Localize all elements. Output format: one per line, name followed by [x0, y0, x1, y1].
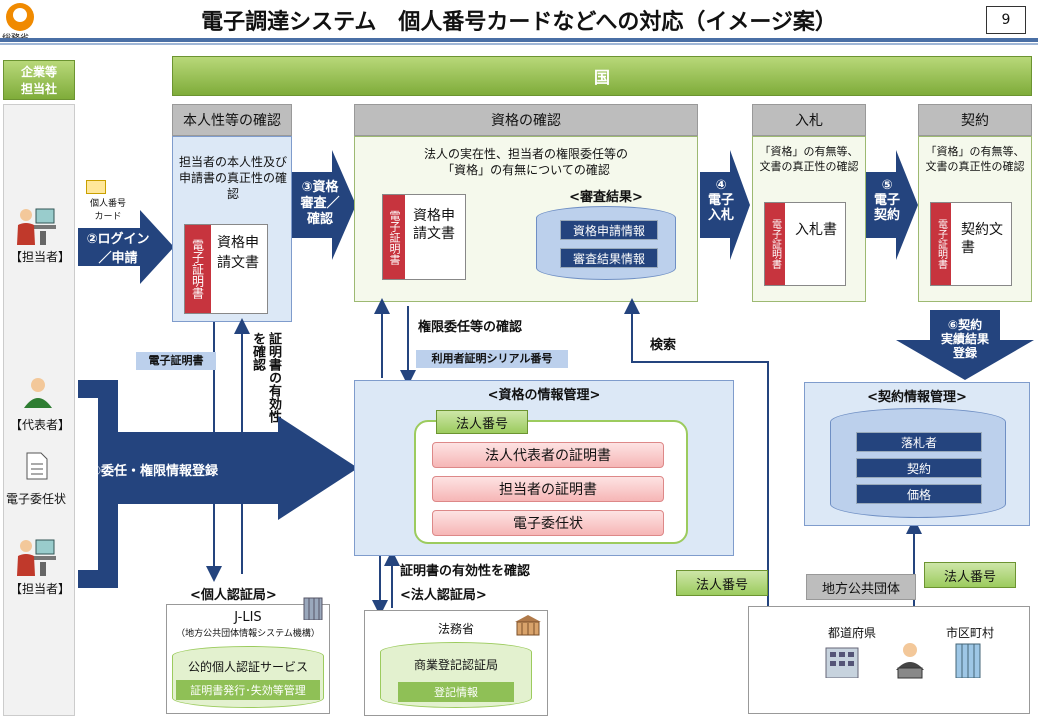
- keiyaku-toroku-arrow: [896, 310, 1034, 380]
- shinsa-result-title: <審査結果>: [569, 190, 643, 205]
- nyusatsu-arrow-label: ④ 電子 入札: [707, 178, 734, 223]
- kojin-org-full: （地方公共団体情報システム機構）: [176, 629, 320, 639]
- info-mgmt-item-3: 電子委任状: [432, 510, 664, 536]
- info-mgmt-item-1: 法人代表者の証明書: [432, 442, 664, 468]
- chihou-box: [748, 606, 1030, 714]
- houjin-bangou-tag-1: 法人番号: [676, 570, 768, 596]
- company-header: 企業等 担当社: [3, 60, 75, 100]
- kensaku-label: 検索: [650, 338, 677, 353]
- shikaku-doc-cert: 電子証明書: [383, 195, 405, 279]
- shikaku-header: 資格の確認: [354, 104, 698, 136]
- kengen-label: 権限委任等の確認: [418, 320, 523, 335]
- serial-label: 利用者証明シリアル番号: [416, 350, 568, 368]
- honnin-doc: 電子証明書 資格申請文書: [184, 224, 268, 314]
- honnin-doc-text: 資格申請文書: [217, 235, 259, 271]
- keiyaku-desc: 「資格」の有無等、 文書の真正性の確認: [925, 145, 1025, 173]
- document-icon: [26, 452, 48, 480]
- nyusatsu-desc: 「資格」の有無等、 文書の真正性の確認: [759, 145, 859, 173]
- shinsa-result-item-1: 資格申請情報: [560, 220, 658, 240]
- houjin-bangou-tag-2: 法人番号: [924, 562, 1016, 588]
- denshi-shomeisho-label: 電子証明書: [136, 352, 216, 370]
- city-building-icon: [955, 643, 981, 678]
- shinsa-result-item-2: 審査結果情報: [560, 248, 658, 268]
- page-title: 電子調達システム 個人番号カードなどへの対応（イメージ案）: [201, 10, 837, 35]
- person-icon: [24, 378, 52, 408]
- houjin-title: <法人認証局>: [400, 588, 487, 603]
- kojin-org: J-LIS: [234, 610, 262, 625]
- person-pc-icon: [17, 208, 56, 245]
- kojin-service-sub: 証明書発行･失効等管理: [176, 680, 320, 700]
- yukousei-label-1: 証明書の有効性: [266, 332, 281, 423]
- shikaku-doc-text: 資格申請文書: [413, 208, 455, 242]
- info-mgmt-item-2: 担当者の証明書: [432, 476, 664, 502]
- tantousha1-label: 【担当者】: [10, 250, 71, 264]
- inin-arrow: [78, 380, 358, 588]
- yukousei-label-2: を確認: [250, 332, 265, 371]
- person-pc-icon: [17, 539, 56, 576]
- company-column: [3, 104, 75, 716]
- keiyaku-doc-cert: 電子証明書: [931, 203, 951, 285]
- card-label: 個人番号 カード: [89, 199, 126, 222]
- honnin-header: 本人性等の確認: [172, 104, 292, 136]
- inin-arrow-label: ①委任・権限情報登録: [90, 464, 219, 479]
- chihou-city: 市区町村: [945, 626, 994, 640]
- contract-mgmt-title: <契約情報管理>: [867, 390, 967, 405]
- keiyaku-arrow: [866, 150, 918, 260]
- chihou-pref: 都道府県: [827, 626, 876, 640]
- inin-label: 電子委任状: [6, 492, 67, 506]
- nyusatsu-doc-text: 入札書: [795, 222, 837, 238]
- contract-mgmt-item-3: 価格: [856, 484, 982, 504]
- tantousha2-label: 【担当者】: [10, 582, 71, 596]
- info-mgmt-tag: 法人番号: [436, 410, 528, 434]
- title-divider: [0, 38, 1038, 42]
- daihyousha-label: 【代表者】: [10, 418, 71, 432]
- nyusatsu-arrow: [700, 150, 750, 260]
- prefecture-building-icon: [825, 647, 859, 678]
- info-mgmt-title: <資格の情報管理>: [487, 388, 601, 403]
- login-arrow: [78, 210, 174, 284]
- page-number: 9: [986, 6, 1026, 34]
- kojin-service: 公的個人認証サービス: [187, 660, 308, 674]
- keiyaku-arrow-label: ⑤ 電子 契約: [873, 178, 900, 223]
- card-icon: [86, 180, 106, 194]
- logo-inner: [13, 8, 27, 22]
- honnin-desc: 担当者の本人性及び申請書の真正性の確認: [178, 155, 287, 201]
- contract-mgmt-item-1: 落札者: [856, 432, 982, 452]
- yukousei-h-label: 証明書の有効性を確認: [400, 564, 531, 579]
- shikaku-desc: 法人の実在性、担当者の権限委任等の 「資格」の有無についての確認: [423, 147, 628, 177]
- shikaku-doc: 電子証明書 資格申請文書: [382, 194, 466, 280]
- contract-mgmt-item-2: 契約: [856, 458, 982, 478]
- nyusatsu-doc-cert: 電子証明書: [765, 203, 785, 285]
- building-icon: [303, 597, 323, 620]
- keiyaku-doc: 電子証明書 契約文書: [930, 202, 1012, 286]
- honnin-doc-cert: 電子証明書: [185, 225, 211, 313]
- keiyaku-doc-text: 契約文書: [961, 222, 1003, 256]
- person-laptop-icon: [896, 643, 924, 679]
- houjin-org: 法務省: [437, 622, 474, 636]
- keiyaku-header: 契約: [918, 104, 1032, 136]
- title-divider-thin: [0, 43, 1038, 45]
- government-building-icon: [515, 615, 541, 636]
- nyusatsu-doc: 電子証明書 入札書: [764, 202, 846, 286]
- nyusatsu-header: 入札: [752, 104, 866, 136]
- kojin-title: <個人認証局>: [190, 588, 277, 603]
- houjin-service: 商業登記認証局: [413, 658, 498, 672]
- login-arrow-label: ②ログイン ／申請: [86, 232, 150, 266]
- shinsa-arrow: [292, 150, 356, 260]
- kuni-header: 国: [172, 56, 1032, 96]
- keiyaku-toroku-arrow-label: ⑥契約 実績結果 登録: [940, 318, 989, 360]
- shinsa-arrow-label: ③資格 審査／ 確認: [300, 180, 340, 227]
- houjin-service-sub: 登記情報: [398, 682, 514, 702]
- chihou-header: 地方公共団体: [806, 574, 916, 600]
